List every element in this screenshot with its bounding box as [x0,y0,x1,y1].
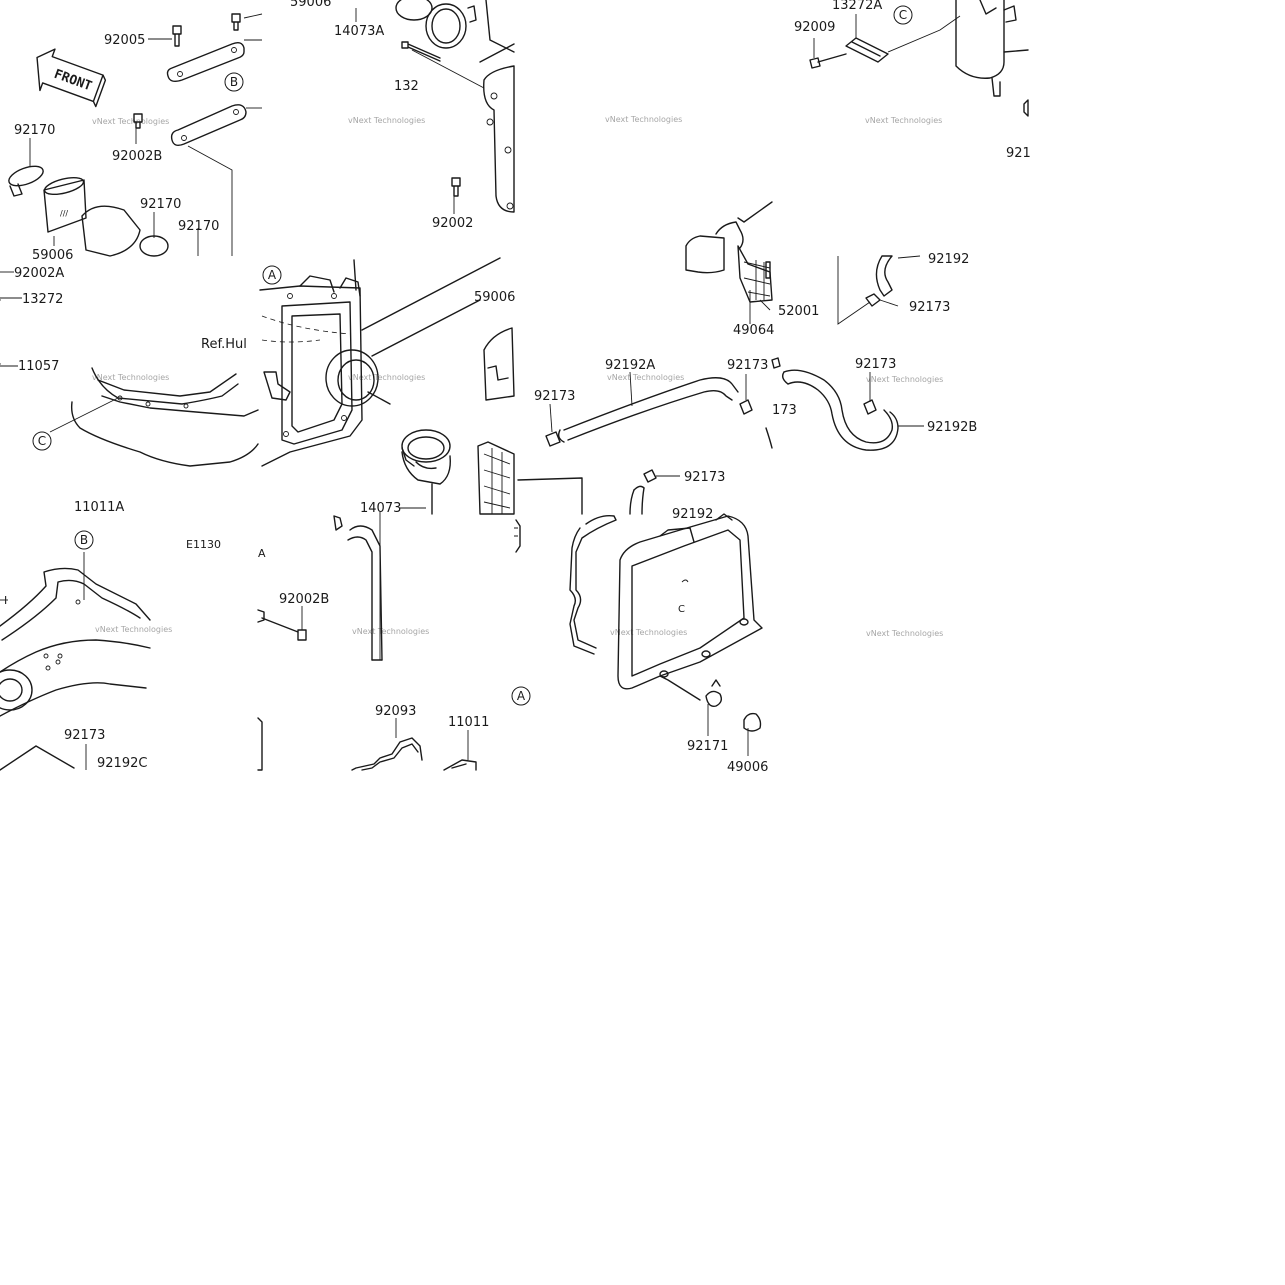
label-92093: 92093 [375,704,416,719]
label-a: A [258,547,266,560]
label-92192: 92192 [928,252,969,267]
duct-clamp-top [395,0,515,213]
lower-hull [0,515,477,771]
label-92171: 92171 [687,739,728,754]
label-92002: 92002 [432,216,473,231]
label-14073A: 14073A [334,24,384,39]
label-92005: 92005 [104,33,145,48]
label-92002B: 92002B [112,149,162,164]
label-e1130: E1130 [186,538,221,551]
watermark: vNext Technologies [605,115,682,124]
label-13272A: 13272A [832,0,882,13]
callout-c-top-right: C [893,5,913,25]
label-132: 132 [394,79,419,94]
label-92173: 92173 [727,358,768,373]
label-92173: 92173 [684,470,725,485]
callout-b-top: B [224,72,244,92]
label-c: C [678,604,685,615]
callout-c-left: C [32,431,52,451]
watermark: vNext Technologies [348,116,425,125]
watermarks: vNext Technologies vNext Technologies vN… [92,115,943,638]
front-label: FRONT [52,67,94,95]
label-59006: 59006 [32,248,73,263]
label-ref-hull: Ref.Hul [201,337,247,352]
label-921: 921 [1006,146,1031,161]
water-trap-tank [809,0,1029,117]
part-labels: 92005 59006 14073A 132 92170 92002B 9217… [4,0,1031,775]
callout-b-bottom: B [74,530,94,550]
front-arrow: FRONT [36,48,107,108]
watermark: vNext Technologies [866,375,943,384]
label-92173: 92173 [855,357,896,372]
svg-text:B: B [230,75,238,89]
watermark: vNext Technologies [92,117,169,126]
watermark: vNext Technologies [866,629,943,638]
svg-text:///: /// [60,209,68,218]
svg-text:A: A [268,268,277,282]
watermark: vNext Technologies [610,628,687,637]
label-92002B: 92002B [279,592,329,607]
label-14073: 14073 [360,501,401,516]
leader-lines [0,8,924,770]
watermark: vNext Technologies [348,373,425,382]
watermark: vNext Technologies [92,373,169,382]
label-i: I [4,594,7,607]
watermark: vNext Technologies [607,373,684,382]
hull-section [0,201,773,515]
label-92002A: 92002A [14,266,64,281]
label-11011: 11011 [448,715,489,730]
label-11011A: 11011A [74,500,124,515]
watermark: vNext Technologies [352,627,429,636]
callout-a-mid: A [262,265,282,285]
label-49006: 49006 [727,760,768,775]
svg-text:C: C [38,434,46,448]
bracket-assembly: /// [8,13,247,257]
label-11057: 11057 [18,359,59,374]
svg-text:A: A [517,689,526,703]
label-92173: 92173 [64,728,105,743]
label-92009: 92009 [794,20,835,35]
label-173: 173 [772,403,797,418]
label-92192: 92192 [672,507,713,522]
label-92170: 92170 [178,219,219,234]
watermark: vNext Technologies [95,625,172,634]
svg-text:C: C [899,8,907,22]
label-92170: 92170 [14,123,55,138]
callout-a-bottom: A [511,686,531,706]
label-92192A: 92192A [605,358,655,373]
hoses [545,255,899,515]
label-92170: 92170 [140,197,181,212]
label-92173: 92173 [909,300,950,315]
label-92173: 92173 [534,389,575,404]
label-59006: 59006 [474,290,515,305]
svg-text:B: B [80,533,88,547]
label-92192C: 92192C [97,756,147,771]
label-92192B: 92192B [927,420,977,435]
cover-assembly [514,477,763,732]
watermark: vNext Technologies [865,116,942,125]
label-49064: 49064 [733,323,774,338]
label-13272: 13272 [22,292,63,307]
label-59006: 59006 [290,0,331,10]
label-52001: 52001 [778,304,819,319]
